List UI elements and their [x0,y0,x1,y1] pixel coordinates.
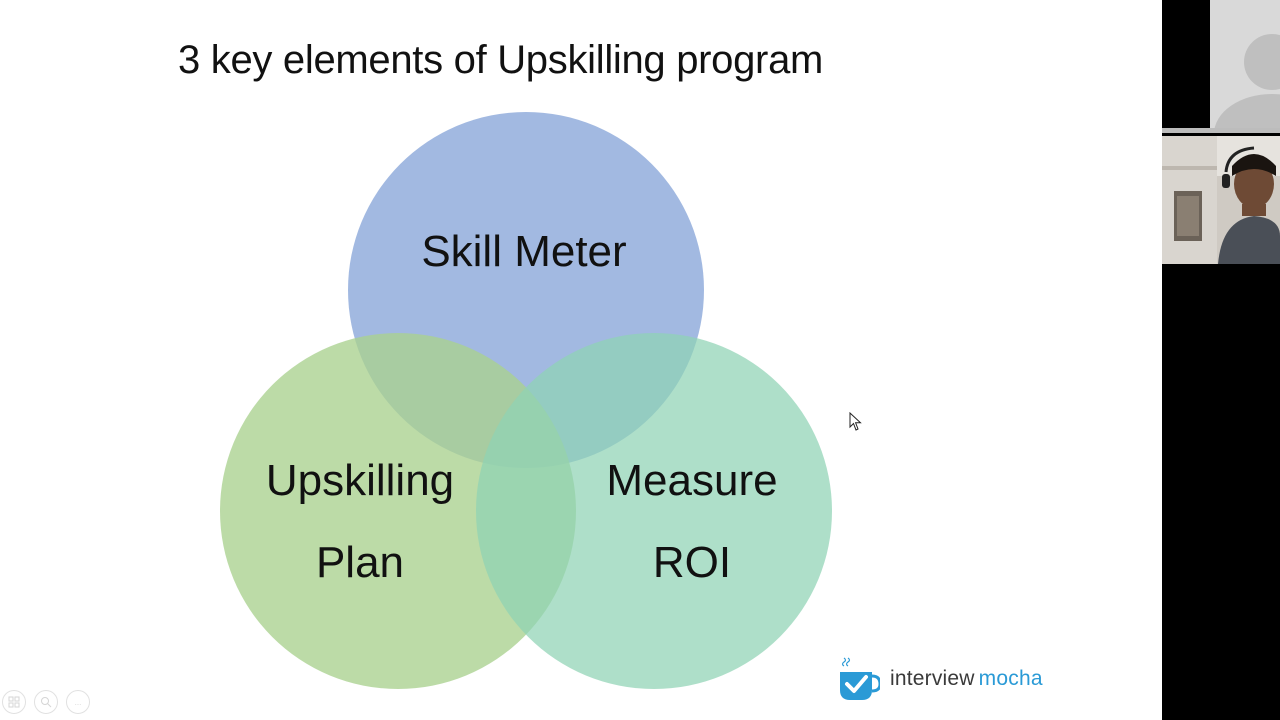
upskilling-plan-line1: Upskilling [265,456,455,505]
participant-tile-camera[interactable] [1162,136,1280,264]
participant-tile-avatar[interactable] [1210,0,1280,128]
logo-text-mocha: mocha [978,667,1043,690]
user-silhouette-icon [1210,0,1280,128]
more-options-button[interactable]: ... [66,690,90,714]
venn-circle-upskilling-plan [220,333,576,689]
logo-text-interview: interview [890,667,975,690]
video-participants-panel [1162,0,1280,720]
tile-divider [1162,128,1280,133]
more-icon: ... [74,697,82,707]
skill-meter-label: Skill Meter [374,212,674,292]
measure-roi-line2: ROI [652,538,732,587]
measure-roi-line1: Measure [606,456,778,505]
venn-diagram [220,112,832,689]
mouse-pointer-icon [849,412,862,431]
skill-meter-text: Skill Meter [421,227,627,276]
mug-check-icon [840,657,880,700]
slides-icon[interactable] [2,690,26,714]
slide-title: 3 key elements of Upskilling program [178,38,824,82]
presentation-slide: 3 key elements of Upskilling program Ski… [0,0,1162,720]
slideshow-toolbar: ... [2,690,90,714]
presenter-video [1162,136,1280,264]
upskilling-plan-line2: Plan [315,538,405,587]
measure-roi-label: Measure ROI [542,440,842,604]
venn-circle-measure-roi [476,333,832,689]
zoom-icon[interactable] [34,690,58,714]
upskilling-plan-label: Upskilling Plan [210,440,510,604]
